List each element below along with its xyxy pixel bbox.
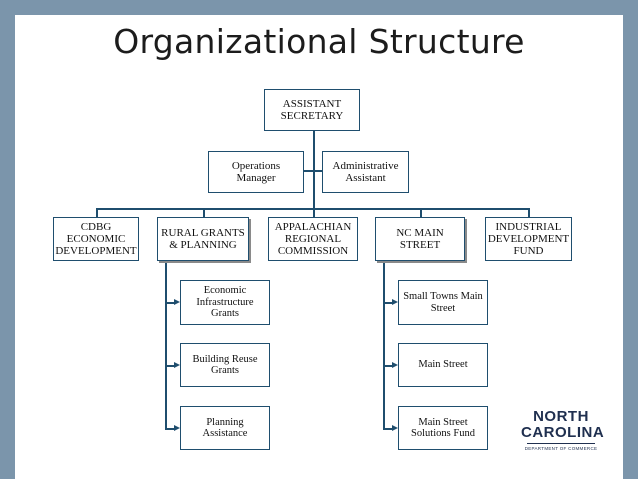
connector-ncmain-branch-1 (383, 302, 393, 304)
logo-rule (527, 443, 595, 444)
connector-rural-tree (165, 261, 167, 428)
logo-tagline: DEPARTMENT OF COMMERCE (524, 446, 598, 451)
connector-rural-branch-3 (165, 428, 175, 430)
node-operations-manager: Operations Manager (208, 151, 304, 193)
logo-word-carolina: CAROLINA (521, 424, 605, 441)
node-rural-grants-planning: RURAL GRANTS & PLANNING (157, 217, 249, 261)
connector-rural-drop (203, 208, 205, 218)
node-industrial-development-fund: INDUSTRIAL DEVELOPMENT FUND (485, 217, 572, 261)
arrow-ncmain-branch-1 (392, 299, 398, 305)
connector-industrial-drop (528, 208, 530, 218)
connector-ncmain-branch-2 (383, 365, 393, 367)
connector-staff-horizontal (304, 170, 322, 172)
connector-appalachian-drop (313, 208, 315, 218)
arrow-ncmain-branch-3 (392, 425, 398, 431)
node-small-towns-main-street: Small Towns Main Street (398, 280, 488, 325)
arrow-rural-branch-3 (174, 425, 180, 431)
node-appalachian-regional-commission: APPALACHIAN REGIONAL COMMISSION (268, 217, 358, 261)
connector-rural-branch-1 (165, 302, 175, 304)
node-nc-main-street: NC MAIN STREET (375, 217, 465, 261)
logo-word-north: NORTH (533, 408, 589, 425)
arrow-ncmain-branch-2 (392, 362, 398, 368)
connector-ncmain-drop (420, 208, 422, 218)
connector-cdbg-drop (96, 208, 98, 218)
node-economic-infrastructure-grants: Economic Infrastructure Grants (180, 280, 270, 325)
arrow-rural-branch-2 (174, 362, 180, 368)
node-planning-assistance: Planning Assistance (180, 406, 270, 450)
connector-ncmain-tree (383, 261, 385, 428)
node-cdbg-economic-development: CDBG ECONOMIC DEVELOPMENT (53, 217, 139, 261)
connector-ncmain-branch-3 (383, 428, 393, 430)
slide-title: Organizational Structure (113, 22, 525, 61)
arrow-rural-branch-1 (174, 299, 180, 305)
node-administrative-assistant: Administrative Assistant (322, 151, 409, 193)
node-assistant-secretary: ASSISTANT SECRETARY (264, 89, 360, 131)
connector-rural-branch-2 (165, 365, 175, 367)
node-main-street: Main Street (398, 343, 488, 387)
node-main-street-solutions-fund: Main Street Solutions Fund (398, 406, 488, 450)
connector-main-horizontal (96, 208, 529, 210)
nc-commerce-logo: NORTH CAROLINA DEPARTMENT OF COMMERCE (521, 406, 605, 460)
node-building-reuse-grants: Building Reuse Grants (180, 343, 270, 387)
